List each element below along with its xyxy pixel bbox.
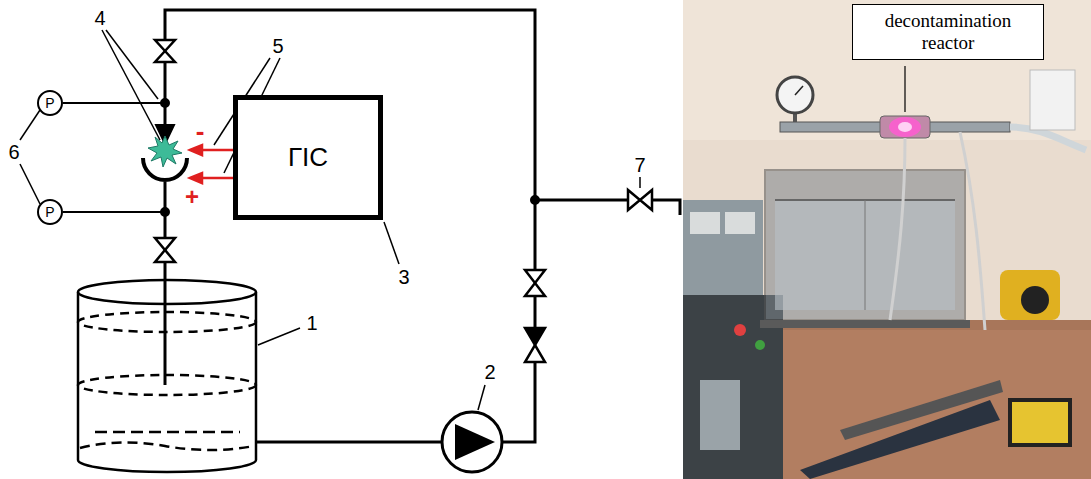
leaders-part [20, 110, 40, 140]
photo-part [880, 116, 930, 138]
feed-lines-part [190, 173, 202, 183]
tank-part [78, 375, 256, 395]
electrode [143, 136, 187, 180]
photo-part [1010, 400, 1070, 445]
photo-part [865, 200, 866, 310]
photo-part [795, 86, 803, 95]
photo-part [775, 200, 955, 310]
tank-part [77, 292, 80, 460]
valves-part [155, 51, 175, 62]
callout-number: 1 [306, 313, 317, 333]
node-text: ГІС [288, 143, 328, 173]
node-text: decontamination reactor [858, 10, 1038, 54]
photo-part [898, 122, 912, 132]
callout-box: decontamination reactor [852, 4, 1044, 60]
pressure-gauge: P [37, 90, 63, 116]
polarity-sign: - [196, 118, 205, 144]
callout-number: 2 [484, 362, 495, 382]
photo-part [1030, 70, 1075, 130]
polarity-sign: + [185, 185, 199, 209]
pump [442, 412, 502, 472]
photo-part [690, 212, 720, 234]
leaders-part [384, 222, 399, 264]
photo-part [840, 380, 1003, 440]
tank-part [80, 442, 254, 450]
valves-part [525, 345, 545, 362]
feed-lines-part [190, 145, 202, 155]
node-text: P [45, 95, 54, 111]
photo-part [725, 212, 755, 234]
pressure-gauge: P [37, 199, 63, 225]
pipes-part [255, 441, 442, 444]
callout-number: 7 [634, 155, 645, 175]
photo-part [1021, 286, 1049, 314]
pump-part [442, 412, 502, 472]
callout-number: 3 [398, 267, 409, 287]
leaders-part [639, 177, 641, 188]
leaders-part [106, 30, 158, 99]
taps-part [531, 196, 539, 204]
tank-part [78, 312, 256, 332]
taps-part [63, 211, 165, 213]
pipes-part [502, 362, 535, 442]
node-text: P [45, 204, 54, 220]
pipes-part [165, 10, 535, 270]
leaders-part [20, 164, 40, 204]
feed-lines-part [200, 149, 233, 152]
leaders-part [478, 385, 485, 410]
electrode-part [148, 136, 182, 167]
photo-part [889, 117, 921, 137]
photo [683, 0, 1091, 479]
pump-part [455, 424, 495, 460]
taps-part [63, 102, 165, 104]
callout-number: 4 [94, 8, 105, 28]
valves-part [525, 283, 545, 296]
tank-part [255, 292, 258, 460]
pipes-part [164, 62, 167, 125]
pipes-part [534, 296, 537, 328]
photo-part [700, 380, 740, 450]
photo-part [904, 66, 905, 112]
generator-box: ГІС [233, 95, 383, 220]
pipes-part [652, 200, 680, 215]
photo-part [755, 340, 765, 350]
valves-part [155, 250, 175, 262]
photo-part [760, 320, 970, 328]
photo-part [960, 132, 985, 330]
photo-part [683, 200, 763, 295]
photo-part [683, 0, 1091, 479]
leaders-part [258, 328, 300, 345]
photo-part [890, 138, 905, 320]
valves-part [525, 328, 545, 345]
feed-lines-part [200, 177, 233, 180]
tank-part [78, 280, 256, 304]
callout-number: 6 [8, 142, 19, 162]
tank-part [78, 460, 256, 472]
feed-lines [190, 145, 233, 183]
photo-part [777, 77, 813, 113]
photo-part [765, 170, 965, 320]
photo-part [734, 324, 746, 336]
leaders [20, 30, 640, 410]
pipes-part [535, 199, 628, 202]
tank [78, 280, 256, 472]
tank-part [95, 431, 240, 434]
photo-part [1000, 270, 1060, 320]
valves-part [640, 190, 652, 210]
pipes [165, 10, 680, 442]
leaders-part [102, 30, 160, 140]
photo-part [683, 0, 1091, 140]
callout-number: 5 [272, 36, 283, 56]
